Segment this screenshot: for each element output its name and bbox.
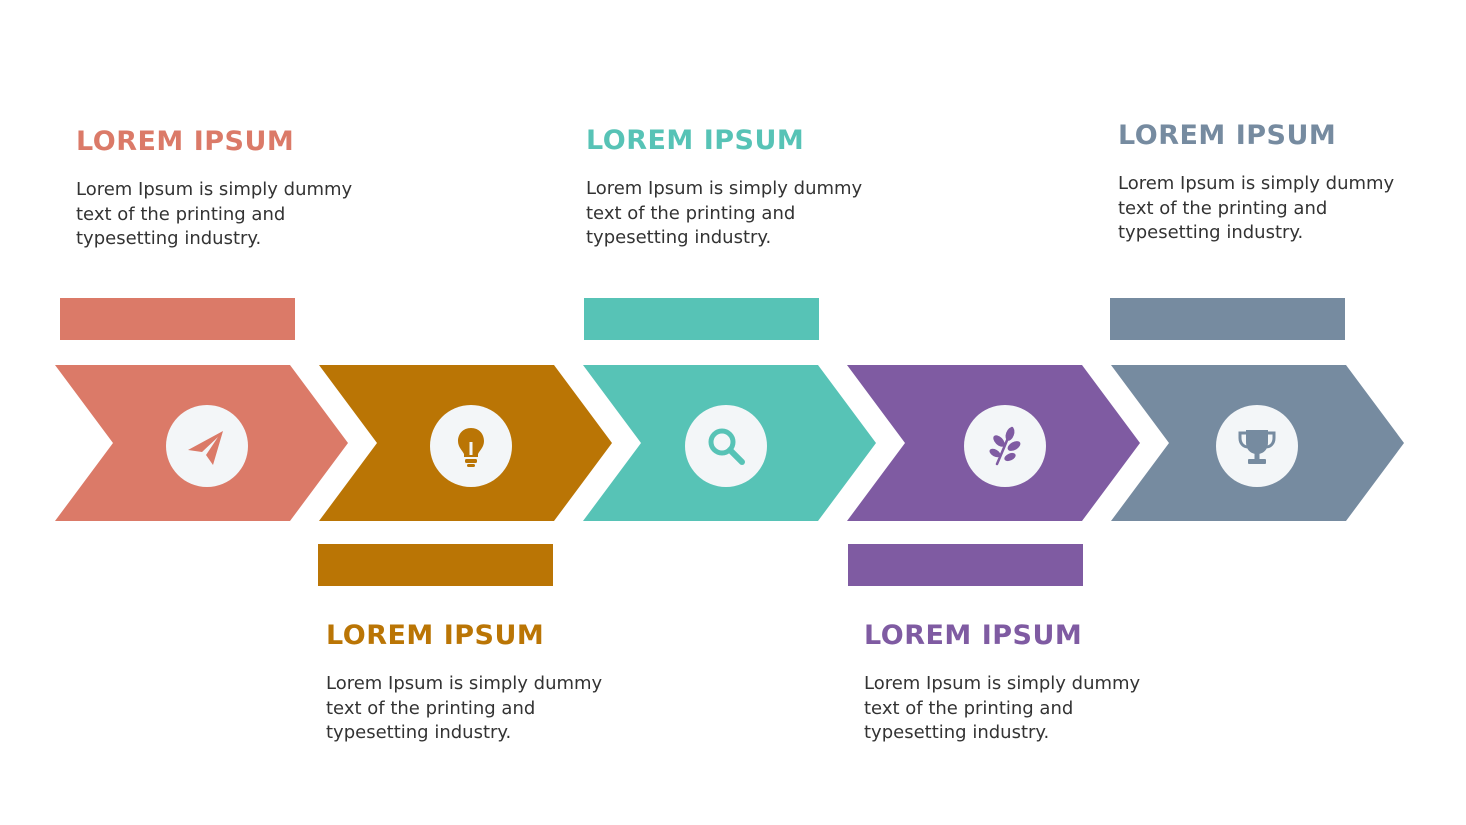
step-1-accent-bar bbox=[60, 298, 295, 340]
step-5-description: Lorem Ipsum is simply dummy text of the … bbox=[1118, 173, 1395, 243]
step-2-title: LOREM IPSUM bbox=[326, 620, 545, 651]
lightbulb-icon bbox=[458, 428, 484, 467]
step-1-text-block: LOREM IPSUM Lorem Ipsum is simply dummy … bbox=[76, 126, 376, 252]
leaf-sprout-icon bbox=[989, 426, 1021, 466]
step-3-accent-bar bbox=[584, 298, 819, 340]
step-4-title: LOREM IPSUM bbox=[864, 620, 1083, 651]
step-4-text-block: LOREM IPSUM Lorem Ipsum is simply dummy … bbox=[864, 620, 1164, 746]
step-4-accent-bar bbox=[848, 544, 1083, 586]
step-3-text-block: LOREM IPSUM Lorem Ipsum is simply dummy … bbox=[586, 125, 886, 251]
step-2-text-block: LOREM IPSUM Lorem Ipsum is simply dummy … bbox=[326, 620, 626, 746]
step-5-title: LOREM IPSUM bbox=[1118, 120, 1337, 151]
step-3-description: Lorem Ipsum is simply dummy text of the … bbox=[586, 178, 863, 248]
step-3-icon-circle bbox=[685, 405, 767, 487]
trophy-icon bbox=[1238, 430, 1276, 464]
step-1-title: LOREM IPSUM bbox=[76, 126, 295, 157]
step-4-description: Lorem Ipsum is simply dummy text of the … bbox=[864, 673, 1141, 743]
step-3-title: LOREM IPSUM bbox=[586, 125, 805, 156]
paper-plane-icon bbox=[188, 431, 223, 465]
step-1-description: Lorem Ipsum is simply dummy text of the … bbox=[76, 179, 353, 249]
step-2-description: Lorem Ipsum is simply dummy text of the … bbox=[326, 673, 603, 743]
search-icon bbox=[708, 428, 745, 465]
step-5-text-block: LOREM IPSUM Lorem Ipsum is simply dummy … bbox=[1118, 120, 1418, 246]
step-5-accent-bar bbox=[1110, 298, 1345, 340]
step-2-accent-bar bbox=[318, 544, 553, 586]
